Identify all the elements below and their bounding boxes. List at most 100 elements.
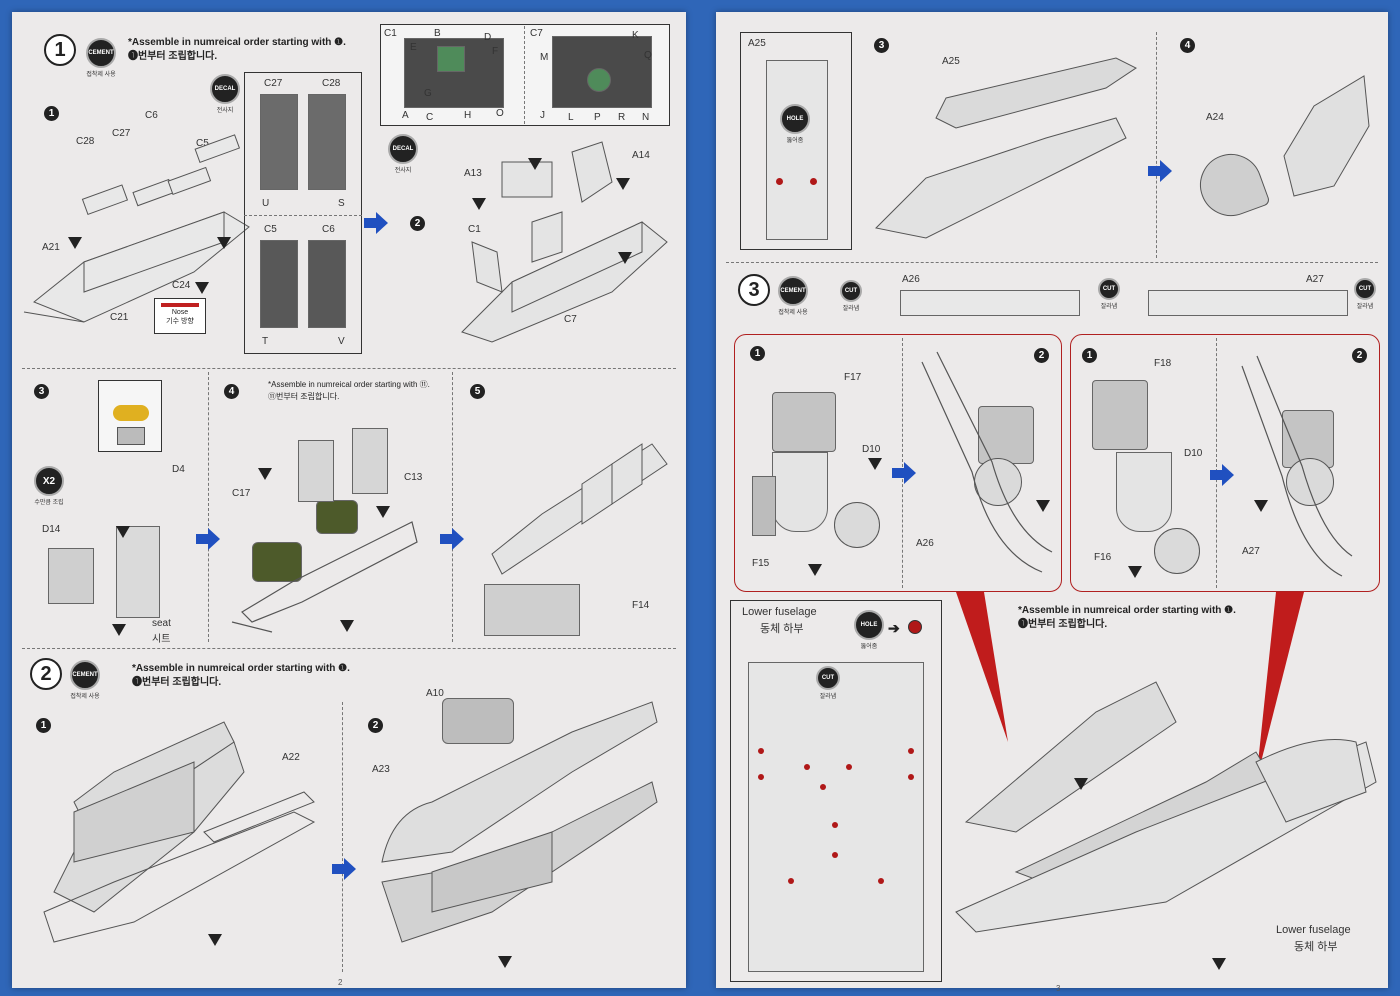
part-a26: A26 xyxy=(902,274,920,285)
console-c1 xyxy=(404,38,504,108)
forward-fuselage-drawing xyxy=(1283,75,1370,197)
decal-icon: DECAL xyxy=(388,134,418,164)
callout-triangle xyxy=(68,237,82,249)
fuselage-top-drawing xyxy=(874,57,1137,239)
part-d10-2: D10 xyxy=(1184,448,1203,459)
hole-icon: HOLE xyxy=(780,104,810,134)
part-c5-decal: C5 xyxy=(264,224,277,235)
substep-2-2: 2 xyxy=(368,718,383,733)
next-arrow-icon xyxy=(1148,160,1172,182)
assemble-note-en-2: *Assemble in numreical order starting wi… xyxy=(132,663,350,674)
assemble-note-ko-2: ❶번부터 조립합니다. xyxy=(132,677,222,688)
seat-belt-detail xyxy=(98,380,162,452)
part-c17: C17 xyxy=(232,488,251,499)
seat-front xyxy=(298,440,334,502)
cut-icon: CUT xyxy=(840,280,862,302)
substep-a27-1: 1 xyxy=(1082,348,1097,363)
part-c27-decal: C27 xyxy=(264,78,283,89)
part-a13: A13 xyxy=(464,168,482,179)
lower-fuselage-title-ko: 동체 하부 xyxy=(760,623,804,635)
hole-marker-legend xyxy=(908,620,922,634)
intake-trunk-f17 xyxy=(772,392,836,452)
instrument-panel-u xyxy=(260,94,298,190)
intake-a26 xyxy=(900,290,1080,316)
part-c13: C13 xyxy=(404,472,423,483)
decal-badge: DECAL 전사지 xyxy=(210,74,240,114)
tub-f14 xyxy=(484,584,580,636)
hole-badge: HOLE 뚫어줌 xyxy=(780,104,810,144)
part-a23: A23 xyxy=(372,764,390,775)
cement-icon: CEMENT xyxy=(70,660,100,690)
nose-cone-a24 xyxy=(1191,145,1271,225)
arrow-right-icon: ➔ xyxy=(888,620,900,636)
cut-icon: CUT xyxy=(1354,278,1376,300)
cement-badge: CEMENT 접착제 사용 xyxy=(86,38,116,78)
cockpit-frame-drawing xyxy=(231,521,418,633)
instrument-panel-t xyxy=(260,240,298,328)
callout-triangle xyxy=(217,237,231,249)
a25-hole-box xyxy=(740,32,852,250)
olive-seat-c13 xyxy=(316,500,358,534)
assemble-note-ko-3: ❶번부터 조립합니다. xyxy=(1018,619,1108,630)
assemble-note-ko: ❶번부터 조립합니다. xyxy=(128,51,218,62)
canopy-part-a10 xyxy=(442,698,514,744)
part-a26-box: A26 xyxy=(916,538,934,549)
panel-f15 xyxy=(752,476,776,536)
fuselage-intake-assembly-drawing xyxy=(955,681,1377,933)
substep-r3: 3 xyxy=(874,38,889,53)
assemble-note-en: *Assemble in numreical order starting wi… xyxy=(128,37,346,48)
hole-icon: HOLE xyxy=(854,610,884,640)
instrument-panel-s xyxy=(308,94,346,190)
part-a25-box: A25 xyxy=(748,38,766,49)
part-c6: C6 xyxy=(145,110,158,121)
olive-seat-c17 xyxy=(252,542,302,582)
part-a25: A25 xyxy=(942,56,960,67)
cockpit-assembly-drawing xyxy=(461,141,668,343)
intake-duct xyxy=(772,452,828,532)
cockpit-tub-drawing xyxy=(23,134,250,323)
decal-badge-2: DECAL 전사지 xyxy=(388,134,418,174)
lower-fuselage-label-ko: 동체 하부 xyxy=(1294,941,1338,953)
part-f15: F15 xyxy=(752,558,770,569)
page-number-left: 2 xyxy=(338,978,343,987)
lower-fuselage-box xyxy=(730,600,942,982)
part-a10: A10 xyxy=(426,688,444,699)
part-a27: A27 xyxy=(1306,274,1324,285)
x2-badge: X2 수만큼 조립 xyxy=(34,466,64,506)
assemble-note-en-3: *Assemble in numreical order starting wi… xyxy=(1018,605,1236,616)
instruction-page-left: 1 CEMENT 접착제 사용 *Assemble in numreical o… xyxy=(12,12,686,988)
hole-marker xyxy=(776,178,783,185)
red-pointer-arrows xyxy=(956,592,1304,782)
ejection-seat xyxy=(116,526,160,618)
decal-icon: DECAL xyxy=(210,74,240,104)
next-arrow-icon xyxy=(892,462,916,484)
cement-badge-2: CEMENT 접착제 사용 xyxy=(70,660,100,700)
substep-1: 1 xyxy=(44,106,59,121)
a25-underside xyxy=(766,60,828,240)
a27-intake-box xyxy=(1070,334,1380,592)
part-a14: A14 xyxy=(632,150,650,161)
part-c5: C5 xyxy=(196,138,209,149)
cockpit-complete-drawing xyxy=(491,443,668,575)
next-arrow-icon xyxy=(364,212,388,234)
substep-r4: 4 xyxy=(1180,38,1195,53)
substep-2: 2 xyxy=(410,216,425,231)
lower-fuselage-title-en: Lower fuselage xyxy=(742,606,817,618)
substep-2-1: 1 xyxy=(36,718,51,733)
substep-a26-2: 2 xyxy=(1034,348,1049,363)
cut-badge-4: CUT 잘라냄 xyxy=(816,666,840,700)
substep-a27-2: 2 xyxy=(1352,348,1367,363)
callout-triangle xyxy=(195,282,209,294)
part-c27: C27 xyxy=(112,128,131,139)
assemble-box-note-en: *Assemble in numreical order starting wi… xyxy=(268,380,430,389)
part-f18: F18 xyxy=(1154,358,1172,369)
hole-marker xyxy=(810,178,817,185)
cut-icon: CUT xyxy=(816,666,840,690)
fan-face-d10-2 xyxy=(1154,528,1200,574)
fuselage-side-drawing xyxy=(43,721,316,943)
seat-rear xyxy=(352,428,388,494)
cut-icon: CUT xyxy=(1098,278,1120,300)
part-c7: C7 xyxy=(564,314,577,325)
cement-icon: CEMENT xyxy=(86,38,116,68)
nose-direction-sign: Nose 기수 방향 xyxy=(154,298,206,334)
